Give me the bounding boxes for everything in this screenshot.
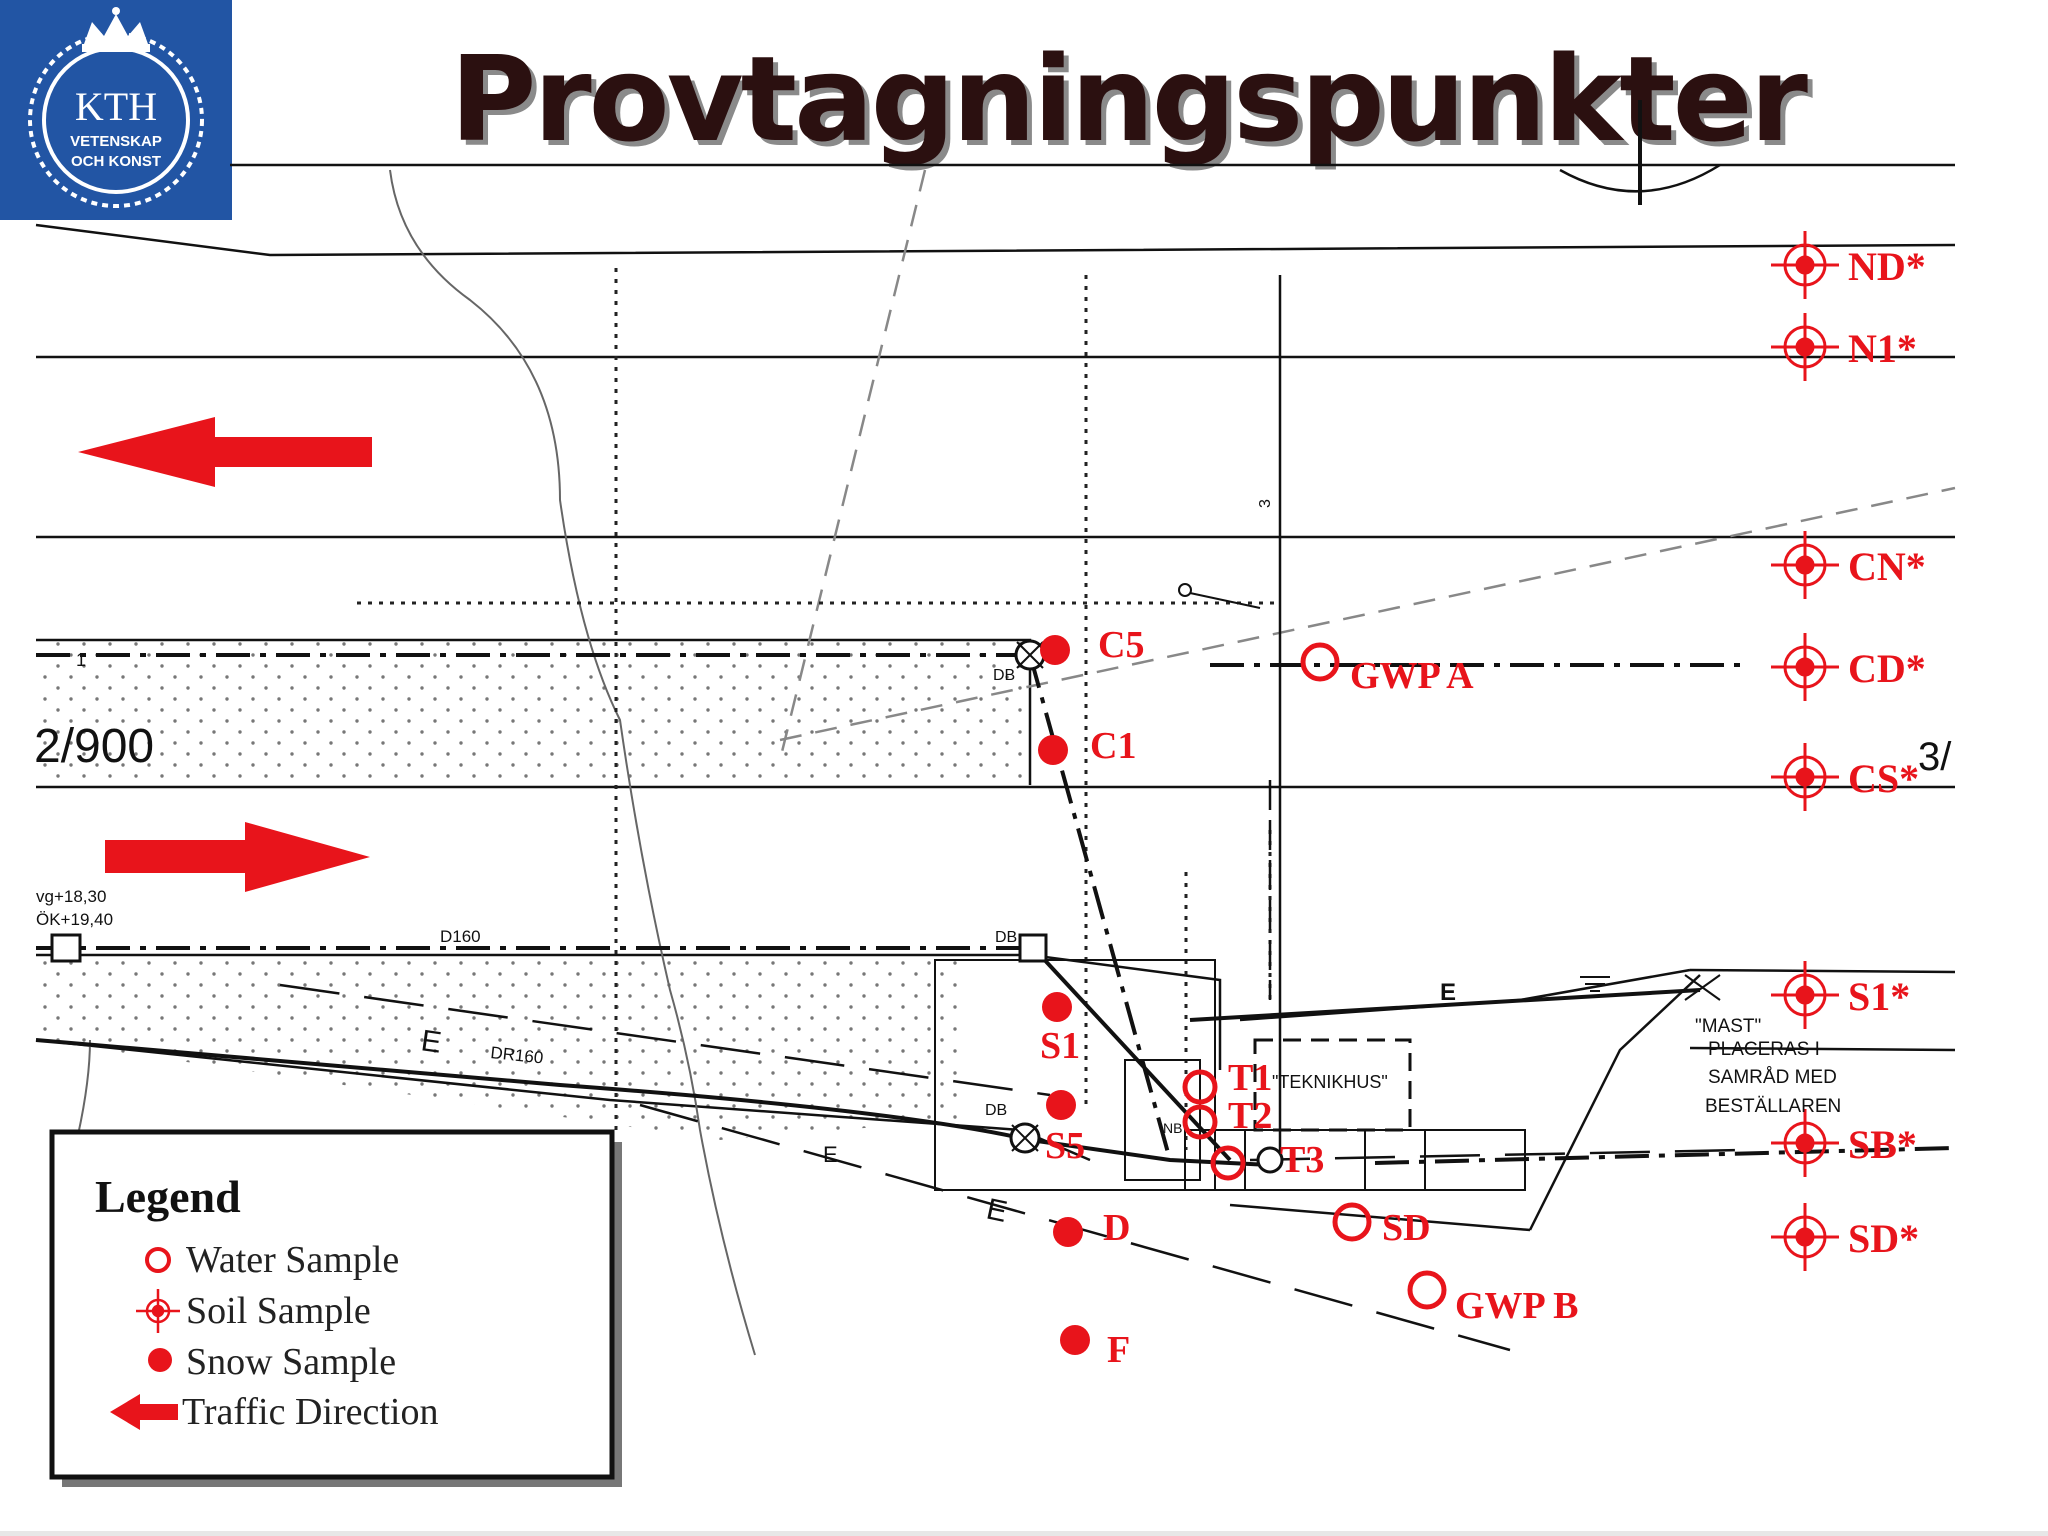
snow-sample-icon (1040, 635, 1070, 665)
soil-sample-icon (1771, 313, 1839, 381)
soil-sample-icon (136, 1289, 180, 1333)
traffic-arrow-right-icon (105, 822, 370, 892)
snow-sample-icon (1060, 1325, 1090, 1355)
soil-sample-icon (1771, 1203, 1839, 1271)
snow-sample-markers (1038, 635, 1090, 1355)
soil-sample-icon (1771, 531, 1839, 599)
water-sample-icon (1182, 1104, 1218, 1140)
cable-e-label-2: E (419, 1024, 443, 1059)
legend-item-traffic: Traffic Direction (182, 1391, 438, 1433)
soil-sample-icon (1771, 231, 1839, 299)
soil-sample-markers (1771, 231, 1839, 1271)
snow-label-s1: S1 (1040, 1025, 1080, 1067)
dashed-lines (778, 169, 1956, 761)
cable-e-label-3: E (823, 1142, 838, 1167)
teknikhus-outline (1253, 1038, 1412, 1132)
snow-label-c1: C1 (1090, 725, 1136, 767)
db-label-2: DB (995, 929, 1017, 946)
soil-sample-icon (1771, 743, 1839, 811)
legend: Legend Water Sample Soil Sample Snow Sam… (49, 1129, 622, 1487)
water-sample-icon (1210, 1145, 1246, 1181)
snow-sample-icon (1038, 735, 1068, 765)
snow-label-s5: S5 (1045, 1125, 1085, 1167)
water-label-gwp-a: GWP A (1350, 655, 1474, 697)
terrain-lines (77, 169, 756, 1356)
soil-label-sb: SB* (1848, 1122, 1917, 1167)
well-crosses (1011, 641, 1721, 1152)
water-sample-labels: GWP A T1 T2 T3 SD GWP B (1228, 655, 1579, 1327)
kth-seal-icon: KTH VETENSKAP OCH KONST (0, 0, 232, 220)
mast-note-line-2: PLACERAS I (1708, 1039, 1820, 1060)
logo-name: KTH (75, 84, 157, 129)
level-marker (1178, 583, 1610, 992)
water-sample-icon (1407, 1270, 1447, 1310)
water-sample-icon (1332, 1202, 1372, 1242)
pipe-d160-label: D160 (440, 927, 481, 946)
legend-title: Legend (95, 1171, 241, 1222)
soil-label-cd: CD* (1848, 646, 1926, 691)
soil-sample-icon (1771, 1109, 1839, 1177)
water-sample-markers (1182, 642, 1447, 1310)
water-sample-icon (1182, 1069, 1218, 1105)
soil-sample-labels: ND* N1* CN* CD* CS* S1* SB* SD* (1848, 244, 1926, 1261)
cable-e-label-1: E (1440, 979, 1456, 1006)
water-sample-icon (1300, 642, 1340, 682)
water-sample-icon (145, 1247, 171, 1273)
water-label-sd: SD (1382, 1207, 1431, 1249)
snow-sample-icon (148, 1348, 172, 1372)
water-label-t1: T1 (1228, 1057, 1272, 1099)
traffic-direction-icon (110, 1394, 178, 1430)
structures (934, 959, 1526, 1191)
edge-fragment-label: 3/ (1918, 735, 1952, 779)
nb-label: NB (1163, 1120, 1182, 1136)
mast-note-line-4: BESTÄLLAREN (1705, 1096, 1841, 1117)
db-label-3: DB (985, 1102, 1007, 1119)
traffic-arrow-left-icon (78, 417, 372, 487)
snow-label-d: D (1103, 1207, 1130, 1249)
legend-item-soil: Soil Sample (186, 1290, 371, 1332)
tick-1-label: 1 (76, 650, 86, 670)
legend-item-water: Water Sample (186, 1239, 399, 1281)
teknikhus-label: "TEKNIKHUS" (1272, 1072, 1388, 1092)
soil-label-nd: ND* (1848, 244, 1926, 289)
level-label-2: ÖK+19,40 (36, 910, 113, 929)
drawing-labels: 2/900 3/ vg+18,30 ÖK+19,40 D160 DR160 DB… (34, 499, 1952, 1229)
db-label-1: DB (993, 667, 1015, 684)
dotted-road-area-north (36, 640, 1030, 785)
soil-sample-icon (1771, 961, 1839, 1029)
snow-sample-icon (1053, 1217, 1083, 1247)
soil-label-cs: CS* (1848, 756, 1919, 801)
snow-sample-icon (1046, 1090, 1076, 1120)
bottom-bar (0, 1531, 2048, 1536)
snow-sample-icon (1042, 992, 1072, 1022)
soil-label-n1: N1* (1848, 326, 1917, 371)
marker-3-label: 3 (1257, 499, 1274, 508)
soil-label-sd: SD* (1848, 1216, 1919, 1261)
legend-item-snow: Snow Sample (186, 1341, 396, 1383)
logo-line-1: VETENSKAP (70, 133, 162, 150)
dotted-road-area-south (36, 955, 960, 1140)
kth-logo: KTH VETENSKAP OCH KONST (0, 0, 232, 220)
water-label-gwp-b: GWP B (1455, 1285, 1579, 1327)
soil-label-cn: CN* (1848, 544, 1926, 589)
cable-e-label-4: E (984, 1193, 1010, 1229)
road-number-label: 2/900 (34, 720, 154, 773)
dotted-lines (357, 268, 1280, 1150)
logo-line-2: OCH KONST (71, 153, 161, 170)
snow-label-c5: C5 (1098, 624, 1144, 666)
soil-sample-icon (1771, 633, 1839, 701)
snow-sample-labels: C5 C1 S1 S5 D F (1040, 624, 1144, 1371)
soil-label-s1: S1* (1848, 974, 1910, 1019)
water-label-t3: T3 (1280, 1139, 1324, 1181)
level-label-1: vg+18,30 (36, 887, 106, 906)
mast-note-line-1: "MAST" (1695, 1016, 1761, 1037)
water-label-t2: T2 (1228, 1095, 1272, 1137)
snow-label-f: F (1107, 1329, 1130, 1371)
mast-note-line-3: SAMRÅD MED (1708, 1067, 1837, 1088)
